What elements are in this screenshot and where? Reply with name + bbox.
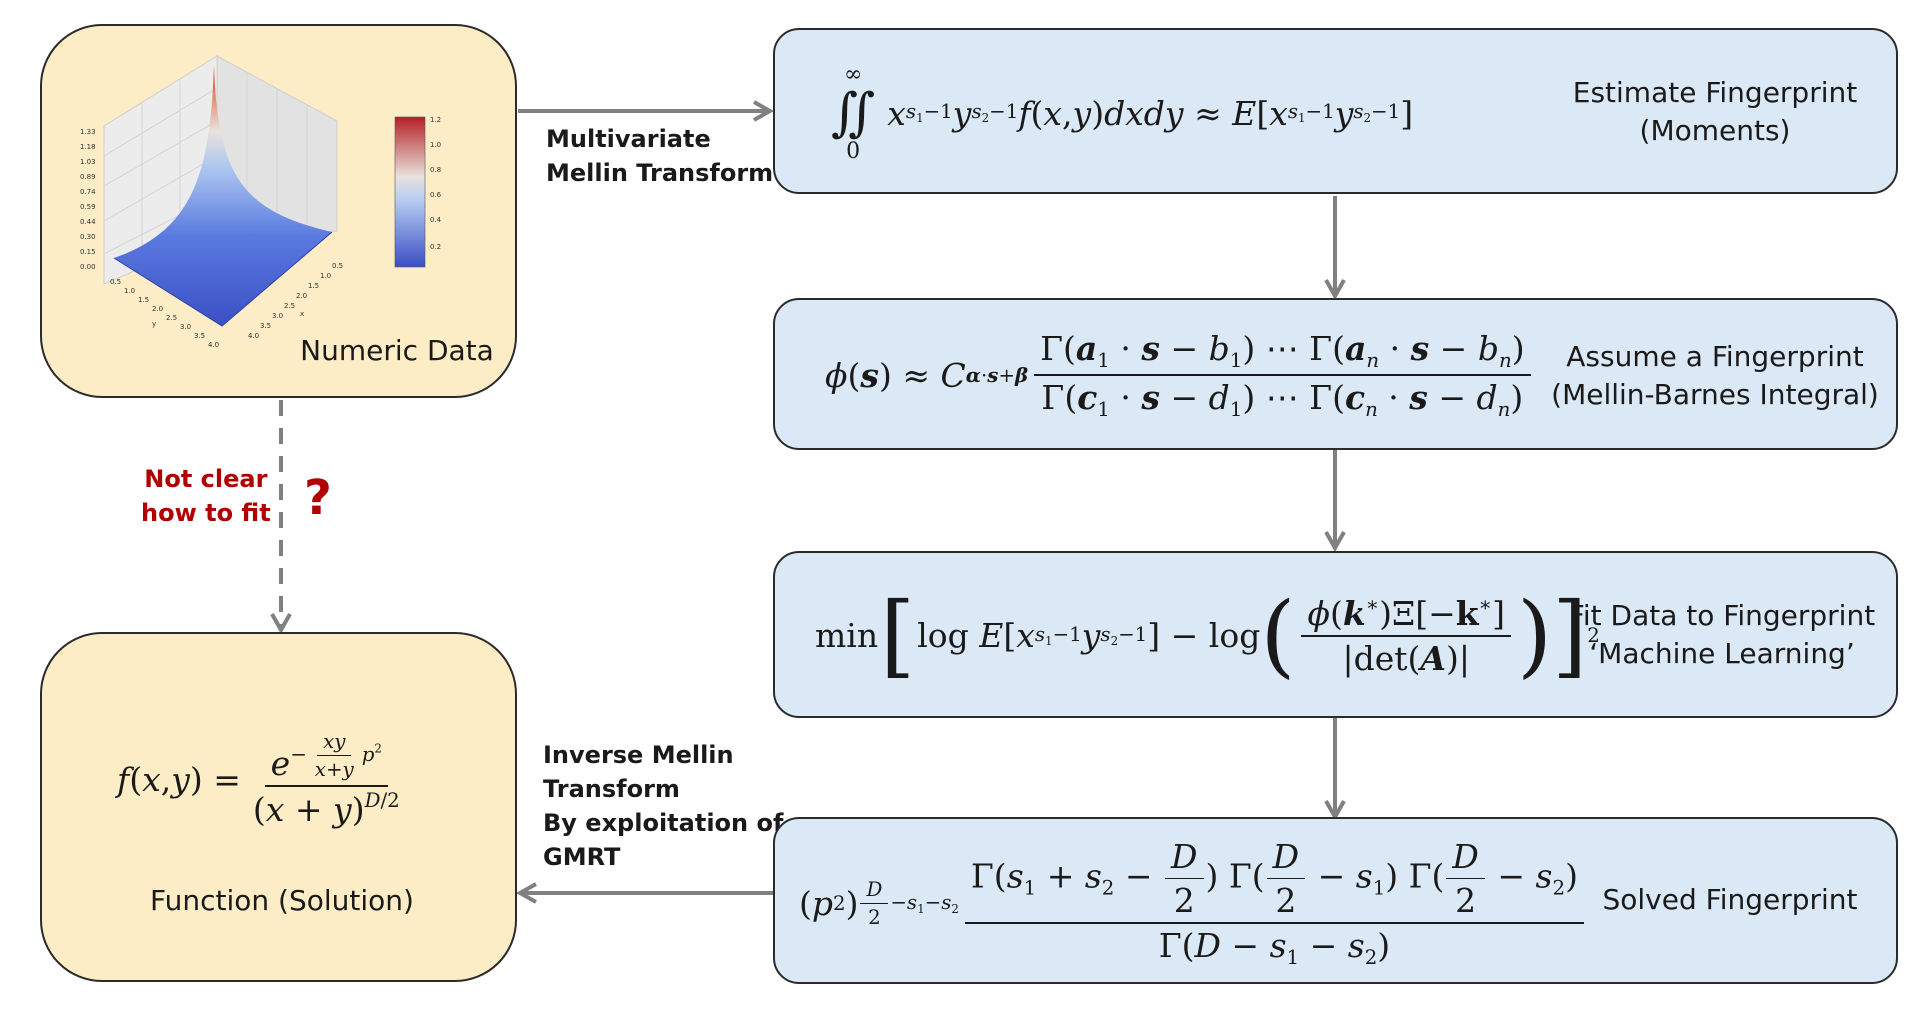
y-axis-label: y xyxy=(152,320,156,328)
z-tick: 0.89 xyxy=(80,173,96,181)
z-tick: 0.30 xyxy=(80,233,96,241)
z-tick: 0.59 xyxy=(80,203,96,211)
z-tick: 1.03 xyxy=(80,158,96,166)
y-tick: 3.5 xyxy=(194,332,205,340)
y-tick: 2.0 xyxy=(152,305,163,313)
step-2-label: Assume a Fingerprint (Mellin-Barnes Inte… xyxy=(1551,340,1879,411)
z-tick: 0.74 xyxy=(80,188,96,196)
z-tick: 0.00 xyxy=(80,263,96,271)
numeric-data-box: 1.33 1.18 1.03 0.89 0.74 0.59 0.44 0.30 … xyxy=(40,24,517,398)
inverse-mellin-label: Inverse Mellin Transform By exploitation… xyxy=(543,741,784,871)
x-tick: 0.5 xyxy=(332,262,343,270)
y-tick: 3.0 xyxy=(180,323,191,331)
step-3-label: Fit Data to Fingerprint ‘Machine Learnin… xyxy=(1568,599,1876,670)
x-tick: 1.0 xyxy=(320,272,331,280)
x-tick: 4.0 xyxy=(248,332,259,340)
solution-label: Function (Solution) xyxy=(150,884,414,917)
x-axis-label: x xyxy=(300,310,304,318)
not-clear-label: Not clear how to fit xyxy=(141,465,271,527)
colorbar-tick: 0.6 xyxy=(430,191,442,199)
z-tick: 0.44 xyxy=(80,218,96,226)
question-mark: ? xyxy=(304,470,332,526)
x-tick: 3.5 xyxy=(260,322,271,330)
z-tick: 1.18 xyxy=(80,143,96,151)
surface-plot: 1.33 1.18 1.03 0.89 0.74 0.59 0.44 0.30 … xyxy=(80,55,442,349)
mellin-transform-label: Multivariate Mellin Transform xyxy=(546,125,774,187)
step-1-label: Estimate Fingerprint (Moments) xyxy=(1572,76,1858,147)
y-tick: 0.5 xyxy=(110,278,121,286)
x-tick: 3.0 xyxy=(272,312,283,320)
x-tick: 1.5 xyxy=(308,282,319,290)
step-4-label: Solved Fingerprint xyxy=(1602,883,1858,916)
colorbar-tick: 1.2 xyxy=(430,116,441,124)
colorbar-tick: 0.2 xyxy=(430,243,441,251)
x-tick: 2.0 xyxy=(296,292,307,300)
colorbar-tick: 0.4 xyxy=(430,216,442,224)
y-tick: 2.5 xyxy=(166,314,177,322)
y-tick: 1.0 xyxy=(124,287,135,295)
x-tick: 2.5 xyxy=(284,302,295,310)
z-tick: 0.15 xyxy=(80,248,96,256)
z-tick: 1.33 xyxy=(80,128,96,136)
colorbar-tick: 0.8 xyxy=(430,166,441,174)
numeric-data-label: Numeric Data xyxy=(300,334,494,367)
colorbar-tick: 1.0 xyxy=(430,141,441,149)
colorbar xyxy=(394,116,426,268)
y-tick: 4.0 xyxy=(208,341,219,349)
y-tick: 1.5 xyxy=(138,296,149,304)
